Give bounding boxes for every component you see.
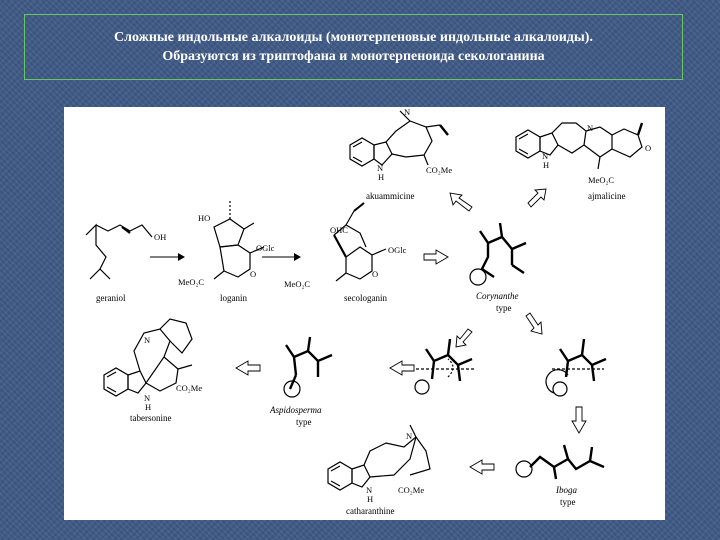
- transition-skeleton-right: [545, 338, 607, 397]
- transition-skeleton-left: [414, 338, 474, 395]
- akuammicine-co2me-label: CO₂Me: [426, 165, 452, 175]
- ajmalicine-nh-atom: N: [542, 151, 548, 161]
- secologanin-o-atom: O: [372, 269, 378, 279]
- corynanthe-type-label: type: [496, 303, 512, 313]
- secologanin-meo2c-label: MeO₂C: [284, 279, 310, 289]
- ajmalicine-n-atom: N: [587, 123, 593, 133]
- slide-title-line-2: Образуются из триптофана и монотерпеноид…: [162, 49, 545, 64]
- iboga-type-label: type: [560, 497, 576, 507]
- ajmalicine-label: ajmalicine: [588, 191, 625, 201]
- slide-title-box: Сложные индольные алкалоиды (монотерпено…: [24, 14, 683, 80]
- akuammicine-h-atom: H: [378, 172, 384, 182]
- secologanin-oglc-label: OGlc: [388, 245, 407, 255]
- compound-labels: akuammicine ajmalicine geraniol loganin …: [96, 191, 625, 516]
- aspidosperma-skeleton: [283, 336, 333, 398]
- iboga-label: Iboga: [555, 485, 577, 495]
- secologanin-ohc-label: OHC: [330, 225, 348, 235]
- catharanthine-label: catharanthine: [346, 506, 394, 516]
- geraniol-label: geraniol: [96, 293, 126, 303]
- loganin-o-atom: O: [250, 269, 256, 279]
- akuammicine-label: akuammicine: [366, 191, 414, 201]
- secologanin-label: secologanin: [344, 293, 387, 303]
- corynanthe-label: Corynanthe: [476, 291, 519, 301]
- ajmalicine-structure: [515, 122, 644, 170]
- ajmalicine-h-atom: H: [543, 160, 549, 170]
- tabersonine-nh-atom: N: [144, 393, 150, 403]
- hollow-arrows: [235, 188, 587, 475]
- catharanthine-nh-atom: N: [366, 485, 372, 495]
- tabersonine-label: tabersonine: [130, 413, 171, 423]
- loganin-ho-label: HO: [198, 213, 210, 223]
- catharanthine-structure: [327, 424, 431, 491]
- biosynthesis-figure: N N H CO₂Me N H N O MeO₂C OH HO OGlc O M…: [64, 107, 665, 520]
- tabersonine-co2me-label: CO₂Me: [176, 383, 202, 393]
- iboga-skeleton: [515, 444, 605, 480]
- akuammicine-n-atom: N: [404, 107, 410, 117]
- atom-labels: N N H CO₂Me N H N O MeO₂C OH HO OGlc O M…: [144, 107, 651, 504]
- loganin-meo2c-label: MeO₂C: [178, 277, 204, 287]
- biosynthesis-diagram: N N H CO₂Me N H N O MeO₂C OH HO OGlc O M…: [85, 107, 651, 516]
- akuammicine-structure: [349, 110, 449, 167]
- catharanthine-h-atom: H: [367, 494, 373, 504]
- tabersonine-h-atom: H: [145, 402, 151, 412]
- geraniol-structure: [85, 223, 153, 280]
- corynanthe-skeleton: [469, 222, 527, 286]
- tabersonine-structure: [103, 318, 193, 397]
- ajmalicine-meo2c-label: MeO₂C: [588, 175, 614, 185]
- secologanin-structure: [333, 202, 387, 282]
- slide-title-line-1: Сложные индольные алкалоиды (монотерпено…: [114, 30, 593, 45]
- loganin-oglc-label: OGlc: [256, 243, 275, 253]
- loganin-label: loganin: [220, 293, 247, 303]
- catharanthine-n-atom: N: [406, 431, 412, 441]
- aspidosperma-label: Aspidosperma: [269, 405, 322, 415]
- ajmalicine-o-atom: O: [645, 143, 651, 153]
- tabersonine-n-atom: N: [144, 335, 150, 345]
- loganin-structure: [213, 201, 265, 280]
- catharanthine-co2me-label: CO₂Me: [398, 485, 424, 495]
- akuammicine-nh-atom: N: [377, 163, 383, 173]
- aspidosperma-type-label: type: [296, 417, 312, 427]
- geraniol-oh-label: OH: [154, 232, 166, 242]
